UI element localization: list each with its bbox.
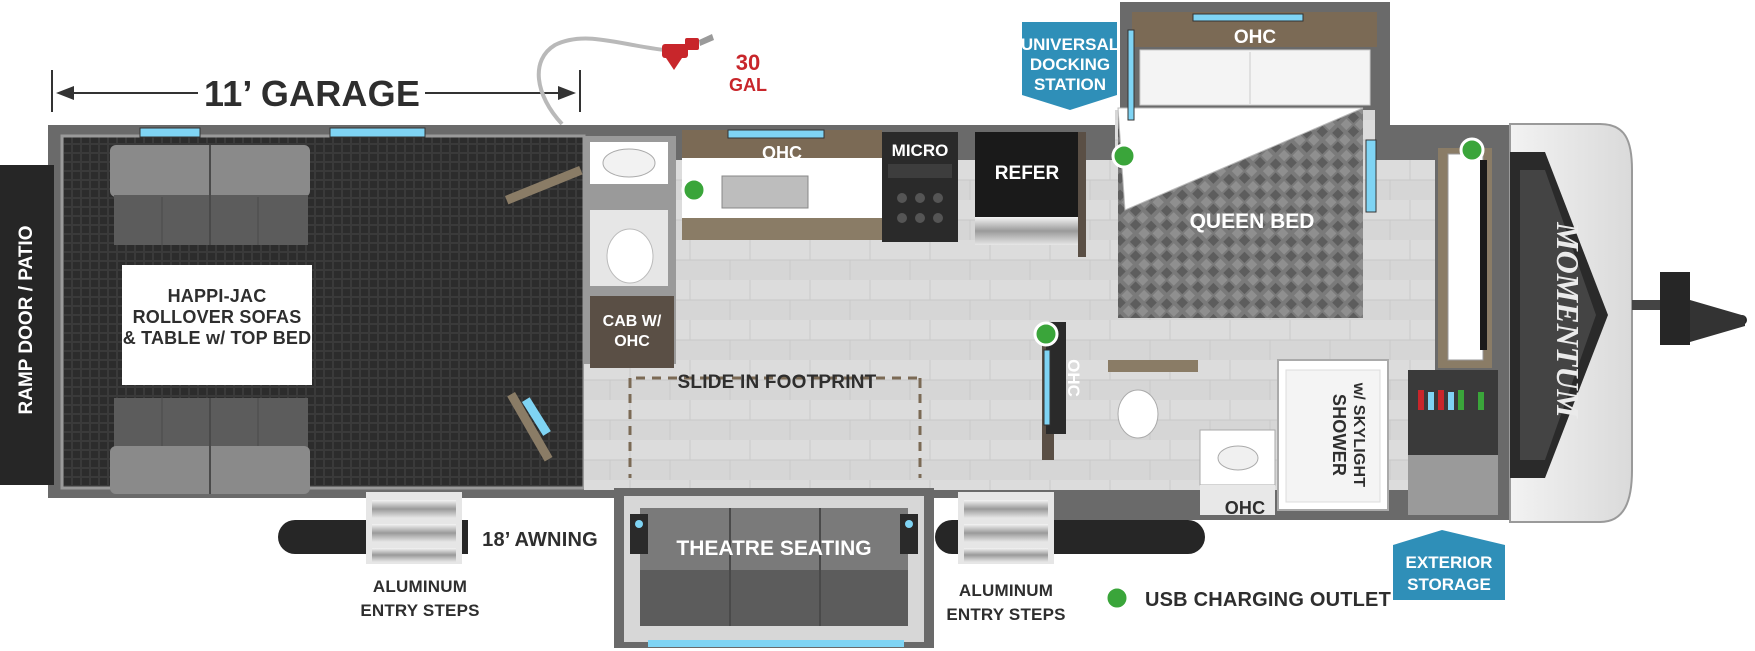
- svg-text:DOCKING: DOCKING: [1030, 55, 1110, 74]
- svg-text:w/ SKYLIGHT: w/ SKYLIGHT: [1350, 382, 1367, 487]
- garage-area: HAPPI-JAC ROLLOVER SOFAS & TABLE w/ TOP …: [60, 127, 586, 494]
- slide-footprint: SLIDE IN FOOTPRINT: [628, 372, 922, 478]
- theatre-seating: THEATRE SEATING: [614, 488, 934, 648]
- svg-text:STATION: STATION: [1034, 75, 1106, 94]
- rollover-sofa-bottom: [110, 398, 310, 494]
- slide-footprint-label: SLIDE IN FOOTPRINT: [678, 372, 877, 393]
- usb-outlet-icon: [1111, 143, 1137, 169]
- arrow-right-icon: [558, 86, 576, 100]
- usb-outlet-icon: [681, 177, 707, 203]
- bathroom-ohc-label: OHC: [1225, 498, 1266, 518]
- legend: USB CHARGING OUTLET: [1104, 585, 1391, 611]
- svg-text:EXTERIOR: EXTERIOR: [1406, 553, 1493, 572]
- fuel-station: 30 GAL: [536, 34, 767, 126]
- queen-bed-label: QUEEN BED: [1190, 210, 1315, 233]
- theatre-seating-label: THEATRE SEATING: [676, 537, 871, 560]
- arrow-left-icon: [56, 86, 74, 100]
- usb-outlet-icon: [1104, 585, 1130, 611]
- universal-docking-station-tag: UNIVERSAL DOCKING STATION: [1021, 22, 1119, 110]
- legend-usb-label: USB CHARGING OUTLET: [1145, 589, 1391, 611]
- svg-text:& TABLE w/ TOP BED: & TABLE w/ TOP BED: [123, 328, 312, 348]
- fuel-nozzle-icon: [662, 34, 714, 70]
- ramp-door-label: RAMP DOOR / PATIO: [16, 226, 37, 415]
- refrigerator-label: REFER: [995, 163, 1060, 184]
- svg-text:ENTRY STEPS: ENTRY STEPS: [946, 605, 1065, 624]
- svg-text:UNIVERSAL: UNIVERSAL: [1021, 35, 1119, 54]
- svg-text:ENTRY STEPS: ENTRY STEPS: [360, 601, 479, 620]
- usb-outlet-icon: [1459, 137, 1485, 163]
- rollover-sofa-top: [110, 145, 310, 245]
- bedroom-ohc-label: OHC: [1234, 27, 1277, 48]
- awning-label: 18’ AWNING: [482, 529, 598, 551]
- svg-text:STORAGE: STORAGE: [1407, 575, 1491, 594]
- sofa-table: [122, 265, 312, 385]
- garage-label: 11’ GARAGE: [204, 73, 420, 114]
- cab-ohc-label: CAB W/: [603, 313, 662, 330]
- fuel-capacity: 30: [736, 50, 760, 75]
- entry-steps-left: 18’ AWNING ALUMINUM ENTRY STEPS: [278, 492, 613, 620]
- rear-bathroom: CAB W/ OHC: [584, 136, 676, 368]
- steps-left-label: ALUMINUM: [373, 577, 467, 596]
- svg-text:OHC: OHC: [614, 333, 650, 350]
- garage-dimension: 11’ GARAGE: [51, 70, 581, 114]
- usb-outlets: [681, 137, 1485, 347]
- microwave-label: MICRO: [892, 141, 949, 160]
- svg-text:HAPPI-JAC: HAPPI-JAC: [168, 286, 267, 306]
- brand-logo: MOMENTUM: [1550, 221, 1586, 419]
- usb-outlet-icon: [1033, 321, 1059, 347]
- steps-right-label: ALUMINUM: [959, 581, 1053, 600]
- entry-steps-right: ALUMINUM ENTRY STEPS: [935, 492, 1205, 624]
- front-bathroom: OHC OHC SHOWER w/ SKYLIGHT: [1042, 322, 1389, 518]
- kitchen: OHC MICRO REFER: [682, 129, 1086, 257]
- bedroom: OHC QUEEN BED: [1117, 12, 1377, 318]
- wardrobe-ohc-label: OHC: [1064, 359, 1083, 397]
- front-wardrobe: [1408, 148, 1498, 515]
- fuel-unit: GAL: [729, 75, 767, 95]
- svg-text:ROLLOVER SOFAS: ROLLOVER SOFAS: [133, 307, 302, 327]
- shower-label: SHOWER: [1329, 394, 1349, 476]
- kitchen-ohc-label: OHC: [762, 143, 802, 163]
- exterior-storage-tag: EXTERIOR STORAGE: [1393, 530, 1505, 600]
